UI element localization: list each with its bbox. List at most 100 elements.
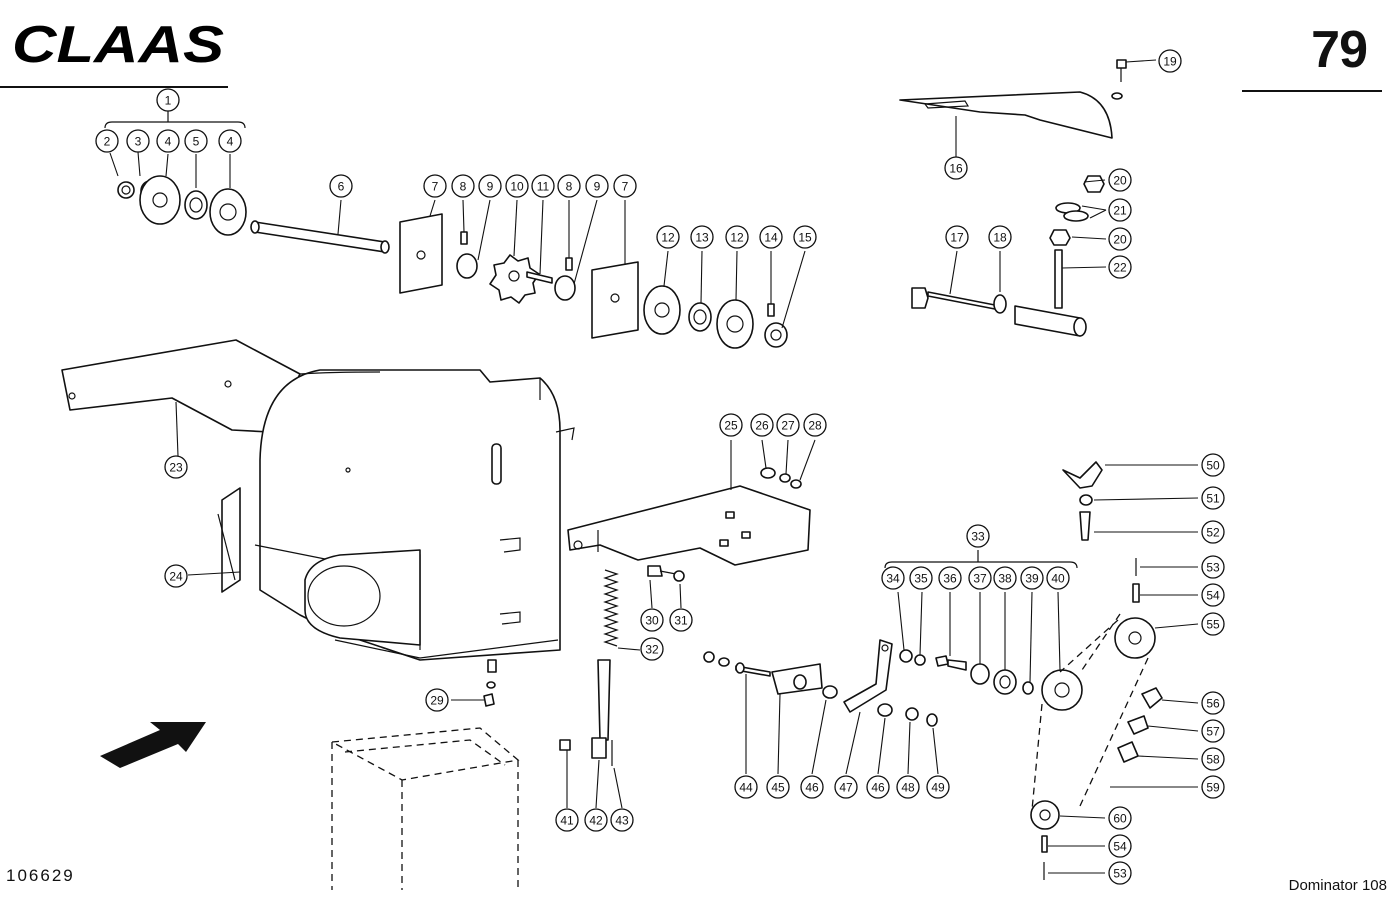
callout-label: 39 bbox=[1025, 572, 1039, 586]
callout-label: 7 bbox=[432, 180, 439, 194]
callout-label: 41 bbox=[560, 814, 574, 828]
callout-label: 52 bbox=[1206, 526, 1220, 540]
callout-9: 9 bbox=[478, 174, 502, 198]
callout-label: 4 bbox=[165, 135, 172, 149]
callout-label: 9 bbox=[487, 180, 494, 194]
callout-label: 33 bbox=[971, 530, 985, 544]
callout-label: 54 bbox=[1206, 589, 1220, 603]
callout-label: 13 bbox=[695, 231, 709, 245]
callout-54: 54 bbox=[1201, 583, 1225, 607]
callout-label: 30 bbox=[645, 614, 659, 628]
callout-label: 51 bbox=[1206, 492, 1220, 506]
callout-label: 44 bbox=[739, 781, 753, 795]
callout-13: 13 bbox=[690, 225, 714, 249]
callout-label: 32 bbox=[645, 643, 659, 657]
callout-label: 8 bbox=[566, 180, 573, 194]
callout-58: 58 bbox=[1201, 747, 1225, 771]
callout-label: 58 bbox=[1206, 753, 1220, 767]
callout-label: 4 bbox=[227, 135, 234, 149]
main-housing bbox=[61, 339, 575, 661]
callout-4: 4 bbox=[218, 129, 242, 153]
callout-42: 42 bbox=[584, 808, 608, 832]
callout-12: 12 bbox=[725, 225, 749, 249]
callout-label: 54 bbox=[1113, 840, 1127, 854]
callout-label: 42 bbox=[589, 814, 603, 828]
callout-label: 55 bbox=[1206, 618, 1220, 632]
idler-sprocket-group bbox=[884, 550, 1083, 711]
callout-label: 27 bbox=[781, 419, 795, 433]
callout-37: 37 bbox=[968, 566, 992, 590]
hopper-outline bbox=[331, 727, 520, 890]
callout-label: 46 bbox=[871, 781, 885, 795]
callout-1: 1 bbox=[156, 88, 180, 112]
callout-46: 46 bbox=[800, 775, 824, 799]
callout-57: 57 bbox=[1201, 719, 1225, 743]
callout-36: 36 bbox=[938, 566, 962, 590]
callout-46: 46 bbox=[866, 775, 890, 799]
callout-45: 45 bbox=[766, 775, 790, 799]
callout-label: 17 bbox=[950, 231, 964, 245]
callout-label: 8 bbox=[460, 180, 467, 194]
callout-38: 38 bbox=[993, 566, 1017, 590]
callout-14: 14 bbox=[759, 225, 783, 249]
drive-shaft bbox=[250, 199, 390, 254]
callout-53: 53 bbox=[1201, 555, 1225, 579]
callout-8: 8 bbox=[557, 174, 581, 198]
callout-6: 6 bbox=[329, 174, 353, 198]
callout-8: 8 bbox=[451, 174, 475, 198]
header-rule-left bbox=[0, 86, 228, 88]
callout-label: 47 bbox=[839, 781, 853, 795]
callout-label: 16 bbox=[949, 162, 963, 176]
callout-label: 40 bbox=[1051, 572, 1065, 586]
callout-label: 22 bbox=[1113, 261, 1127, 275]
model-name: Dominator 108 bbox=[1288, 877, 1387, 894]
callout-54: 54 bbox=[1108, 834, 1132, 858]
callout-33: 33 bbox=[966, 524, 990, 548]
callout-23: 23 bbox=[164, 455, 188, 479]
callout-label: 2 bbox=[104, 135, 111, 149]
callout-label: 50 bbox=[1206, 459, 1220, 473]
callout-label: 1 bbox=[165, 94, 172, 108]
callout-52: 52 bbox=[1201, 520, 1225, 544]
callout-label: 49 bbox=[931, 781, 945, 795]
callout-label: 53 bbox=[1113, 867, 1127, 881]
callout-label: 26 bbox=[755, 419, 769, 433]
callout-label: 45 bbox=[771, 781, 785, 795]
callout-label: 60 bbox=[1113, 812, 1127, 826]
callout-label: 48 bbox=[901, 781, 915, 795]
svg-text:CLAAS: CLAAS bbox=[12, 18, 224, 66]
callout-9: 9 bbox=[585, 174, 609, 198]
callout-41: 41 bbox=[555, 808, 579, 832]
callout-label: 12 bbox=[661, 231, 675, 245]
spring-rod-group bbox=[451, 565, 685, 809]
callout-2: 2 bbox=[95, 129, 119, 153]
callout-40: 40 bbox=[1046, 566, 1070, 590]
chain-drive-group bbox=[1030, 461, 1199, 880]
page-number: 79 bbox=[1311, 21, 1368, 79]
callout-44: 44 bbox=[734, 775, 758, 799]
callout-label: 59 bbox=[1206, 781, 1220, 795]
callout-label: 18 bbox=[993, 231, 1007, 245]
callout-4: 4 bbox=[156, 129, 180, 153]
callout-35: 35 bbox=[909, 566, 933, 590]
callout-7: 7 bbox=[613, 174, 637, 198]
callout-label: 11 bbox=[537, 180, 550, 194]
bearing-housing-group bbox=[104, 106, 247, 236]
callout-32: 32 bbox=[640, 637, 664, 661]
callout-50: 50 bbox=[1201, 453, 1225, 477]
callout-22: 22 bbox=[1108, 255, 1132, 279]
callout-34: 34 bbox=[881, 566, 905, 590]
callout-label: 20 bbox=[1113, 233, 1127, 247]
callout-48: 48 bbox=[896, 775, 920, 799]
callout-label: 29 bbox=[430, 694, 444, 708]
sprocket-stack bbox=[399, 199, 639, 339]
cover-plate-group bbox=[899, 59, 1157, 158]
callout-label: 21 bbox=[1113, 204, 1127, 218]
callout-label: 36 bbox=[943, 572, 957, 586]
callout-label: 23 bbox=[169, 461, 183, 475]
callout-25: 25 bbox=[719, 413, 743, 437]
callout-55: 55 bbox=[1201, 612, 1225, 636]
